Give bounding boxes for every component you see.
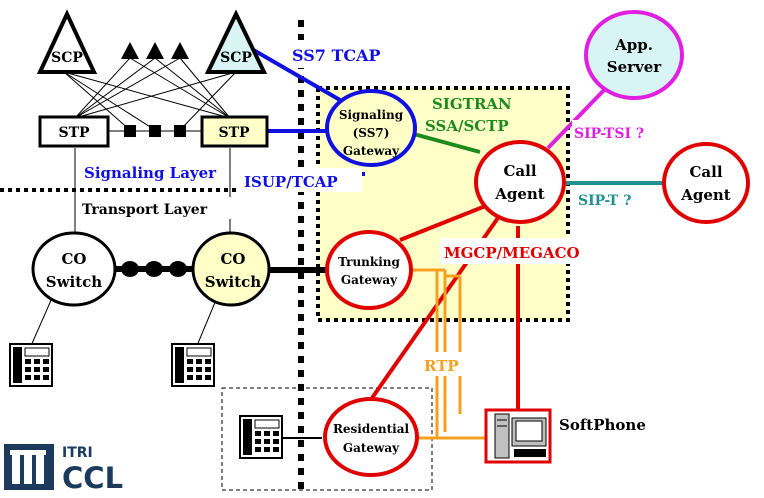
scp-right-label: SCP <box>220 50 252 66</box>
signaling-gateway-l1: Signaling <box>339 108 404 122</box>
residential-gateway <box>323 397 419 477</box>
call-agent-main-l2: Agent <box>494 185 545 203</box>
transport-layer-label: Transport Layer <box>82 202 208 218</box>
ss7-tcap-label-bg <box>288 40 406 68</box>
scp-left-label: SCP <box>51 50 83 66</box>
ss7-tcap-link <box>248 46 342 102</box>
ss7-mesh-links <box>63 57 237 235</box>
sip-t-label: SIP-T ? <box>578 193 631 209</box>
rtp-label: RTP <box>424 357 459 375</box>
telephone-icon-left <box>9 343 53 387</box>
sip-tsi-label-bg <box>572 120 674 144</box>
softphone-label: SoftPhone <box>559 416 646 434</box>
scp-small-triangles <box>121 42 189 59</box>
mgcp-trunk-link <box>399 203 489 242</box>
co-switch-right <box>191 231 271 307</box>
telephone-icon-middle <box>171 343 215 387</box>
call-agent-main <box>474 140 566 224</box>
co-phone-link-left <box>29 297 53 349</box>
sigtran-label-l1: SIGTRAN <box>432 95 512 113</box>
sip-tsi-link <box>546 86 608 150</box>
mgcp-megaco-label: MGCP/MEGACO <box>444 244 580 262</box>
call-agent-right <box>662 142 750 224</box>
trunking-gateway-l2: Gateway <box>341 273 398 287</box>
stp-left <box>38 115 110 148</box>
mgcp-label-bg <box>440 238 606 264</box>
logo-line1: ITRI <box>62 445 93 461</box>
logo-line2: CCL <box>62 461 123 495</box>
co-switch-left-l1: CO <box>61 250 86 268</box>
co-switch-right-l2: Switch <box>205 273 262 291</box>
residential-gateway-l1: Residential <box>333 422 410 436</box>
sip-tsi-label: SIP-TSI ? <box>574 126 644 142</box>
ss7-tcap-label: SS7 TCAP <box>292 46 381 65</box>
itri-ccl-logo: ITRI CCL <box>4 444 123 495</box>
stp-right <box>200 115 269 148</box>
transport-layer-label-bg <box>76 197 238 219</box>
call-agent-right-l2: Agent <box>680 186 731 204</box>
stp-right-label: STP <box>218 125 250 141</box>
isup-tcap-label: ISUP/TCAP <box>244 173 338 191</box>
scp-left <box>36 9 98 74</box>
stp-left-label: STP <box>58 125 90 141</box>
app-server-l2: Server <box>607 58 663 76</box>
sigtran-link <box>409 131 481 154</box>
sigtran-label-l2: SSA/SCTP <box>425 117 509 135</box>
app-server <box>584 10 684 100</box>
rtp-label-bg <box>420 352 464 376</box>
signaling-gateway-l3: Gateway <box>343 144 400 158</box>
isup-tcap-label-bg <box>240 168 362 192</box>
softphone-computer-icon <box>484 408 552 464</box>
trunking-gateway <box>325 230 413 310</box>
telephone-icon-residential <box>239 415 283 459</box>
call-agent-right-l1: Call <box>689 163 722 181</box>
residential-gateway-l2: Gateway <box>343 441 400 455</box>
scp-right <box>204 9 268 74</box>
trunking-gateway-l1: Trunking <box>338 255 400 269</box>
co-switch-right-l1: CO <box>220 250 245 268</box>
signaling-layer-label: Signaling Layer <box>84 164 217 182</box>
signaling-gateway-l2: (SS7) <box>353 126 390 140</box>
co-phone-link-right <box>195 299 217 349</box>
call-agent-main-l1: Call <box>503 162 536 180</box>
signaling-gateway <box>325 89 417 167</box>
co-trunk-beads <box>121 261 187 277</box>
co-switch-left <box>31 231 117 307</box>
app-server-l1: App. <box>614 36 653 54</box>
co-switch-left-l2: Switch <box>46 273 103 291</box>
stp-link-nodes <box>124 125 186 137</box>
